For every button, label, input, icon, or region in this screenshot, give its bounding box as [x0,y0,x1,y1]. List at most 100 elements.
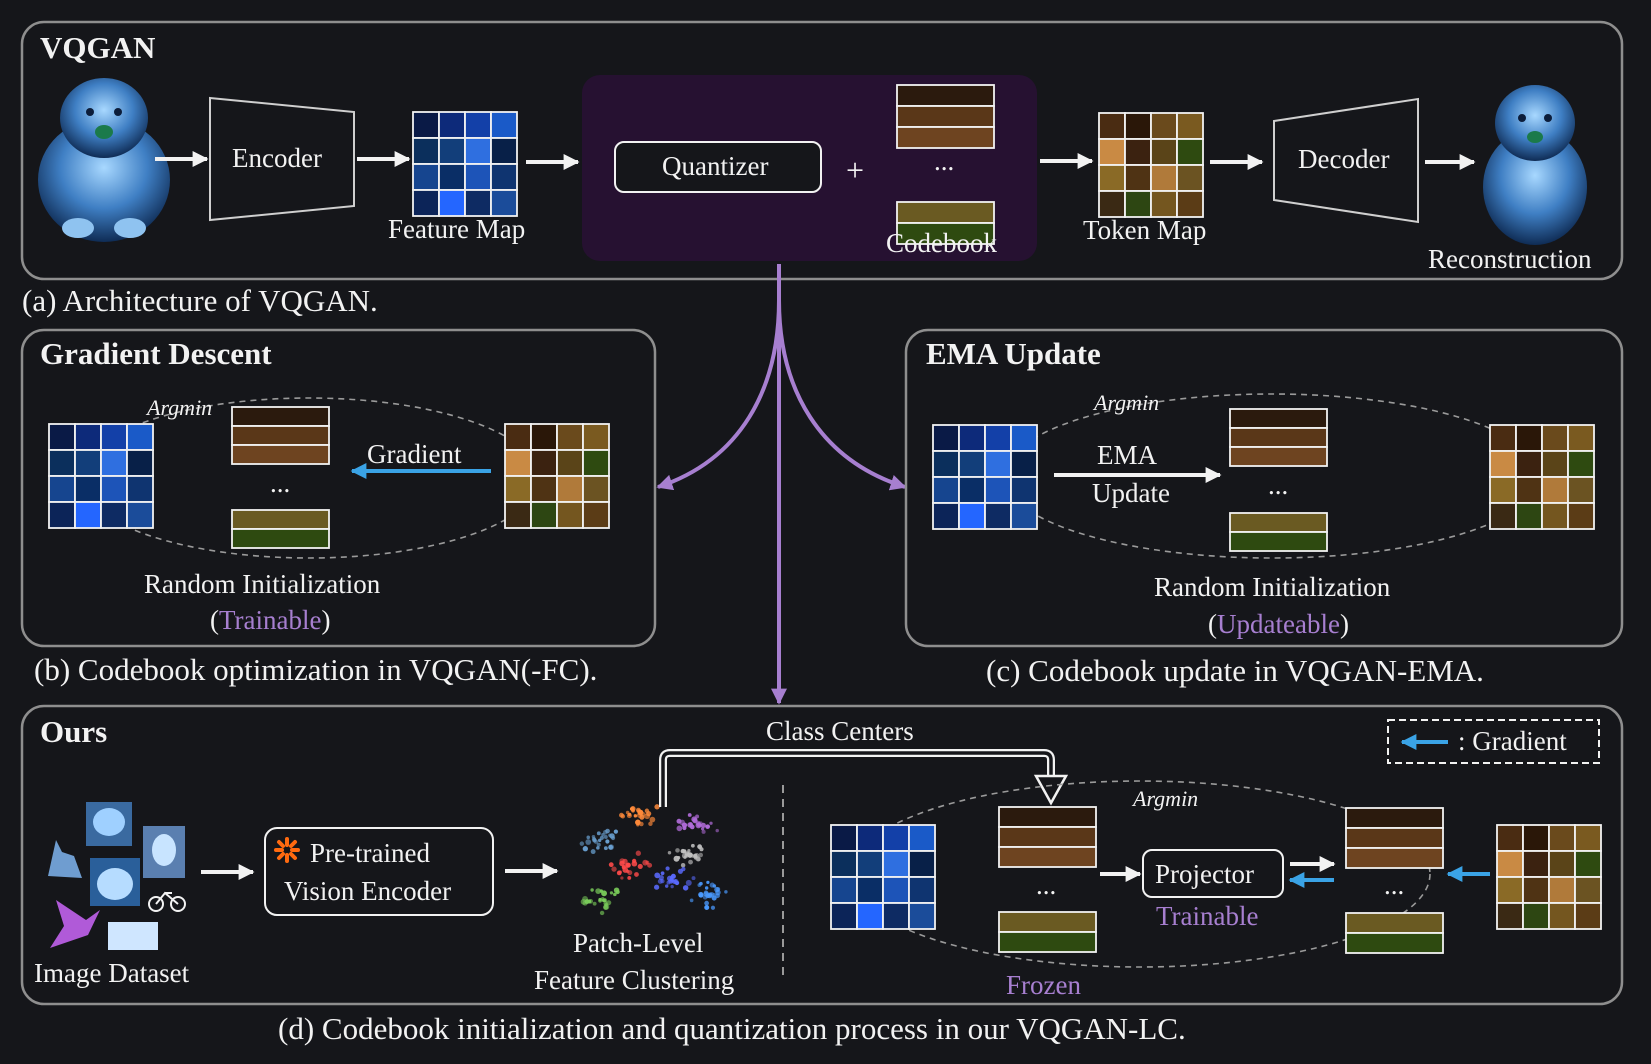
input-dog-image [38,78,170,242]
cluster-point [608,862,614,868]
feature-c-cell [932,424,960,452]
projector-box [1142,849,1284,898]
cluster-point [709,821,713,825]
feature-b-cell [74,475,102,503]
token-map-cell [1124,164,1152,192]
cluster-point [670,884,674,889]
cluster-point [681,866,686,872]
feature-d-cell [908,850,936,878]
panel-b-title: Gradient Descent [40,336,272,371]
token-c-cell [1515,502,1543,530]
codebook-b-row [231,444,330,465]
cluster-point [616,870,622,876]
feature-b-cell [126,475,154,503]
image-dataset-collage [48,802,186,950]
encoder-trapezoid [209,96,355,222]
feature-grid-b [48,423,154,529]
cluster-point [644,808,650,813]
cluster-point [633,814,638,818]
token-d-cell [1574,824,1602,852]
feature-d-cell [908,824,936,852]
cluster-point [635,850,641,856]
cluster-point [695,856,701,862]
feature-d-cell [856,850,884,878]
ellipsis-b: ... [270,468,291,498]
token-b-cell [530,475,558,503]
feature-d-cell [882,902,910,930]
token-b-cell [556,475,584,503]
cluster-point [704,904,710,910]
token-d-cell [1548,876,1576,904]
codebook-a-row [896,126,995,149]
feature-map-cell [464,163,492,191]
cluster-point [598,838,602,843]
feature-b-cell [100,475,128,503]
projected-codebook-row [1345,807,1444,829]
cluster-point [687,849,691,853]
cluster-point [595,888,602,894]
token-c-cell [1541,424,1569,452]
feature-map-cell [412,163,440,191]
cluster-point [707,892,713,899]
projector-label: Projector [1155,859,1254,889]
cluster-point [586,835,591,840]
cluster-point [724,890,728,894]
pretrained-encoder-box [264,827,494,916]
feature-map-cell [464,111,492,139]
feature-map-cell [490,137,518,165]
cluster-point [682,885,689,891]
cluster-point [704,886,709,890]
token-map-cell [1124,138,1152,166]
cluster-point [602,898,607,903]
panel-a-frame [20,20,1624,281]
token-d-cell [1522,824,1550,852]
token-d-cell [1496,902,1524,930]
codebook-c [1229,408,1328,552]
codebook-c-row [1229,446,1328,467]
feature-b-cell [48,475,76,503]
feature-b-cell [100,501,128,529]
feature-d-cell [830,850,858,878]
decoder-trapezoid [1273,97,1419,224]
cluster-point [699,881,703,886]
cluster-point [603,903,610,910]
codebook-b-row [231,406,330,427]
cluster-point [698,893,704,898]
feature-d-cell [830,902,858,930]
feature-b-cell [126,449,154,477]
token-b-cell [582,423,610,451]
cluster-point [710,905,716,910]
argmin-b: Argmin [147,395,213,420]
feature-grid-d [830,824,936,930]
cluster-point [676,818,682,824]
frozen-codebook-row [998,806,1097,828]
feature-c-cell [984,450,1012,478]
cluster-point [579,841,585,846]
token-grid-c [1489,424,1595,530]
class-centers-arrow-outer [659,749,1055,807]
token-c-cell [1515,476,1543,504]
cluster-point [596,842,601,847]
token-c-cell [1567,476,1595,504]
feature-c-cell [958,450,986,478]
token-map-cell [1124,190,1152,218]
quantizer-label: Quantizer [662,151,769,181]
cluster-point [588,898,593,904]
cluster-point [637,809,642,814]
ellipsis-d2: ... [1384,870,1405,900]
token-map-cell [1098,138,1126,166]
sunburst-icon [274,837,300,863]
gradient-legend-box [1387,719,1600,764]
cluster-point [613,892,617,897]
cluster-point [626,869,630,874]
cluster-point [613,829,619,834]
token-map-cell [1098,190,1126,218]
token-d-cell [1522,850,1550,878]
token-b-cell [582,449,610,477]
cluster-point [660,871,665,876]
feature-d-cell [882,850,910,878]
feature-c-cell [1010,502,1038,530]
token-c-cell [1489,502,1517,530]
